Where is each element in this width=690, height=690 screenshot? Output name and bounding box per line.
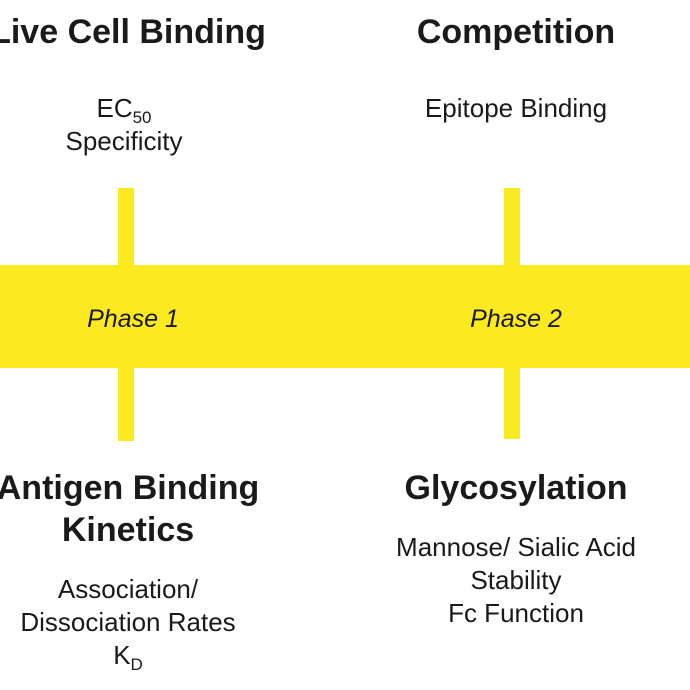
phase-1-label: Phase 1 xyxy=(87,305,179,333)
dissociation-rates-line: Dissociation Rates xyxy=(20,607,236,637)
antigen-binding-heading-line1: Antigen Binding xyxy=(0,469,260,507)
glycosylation-heading: Glycosylation xyxy=(404,469,628,507)
competition-heading: Competition xyxy=(416,13,616,51)
phase-1-tick-bottom xyxy=(118,366,134,441)
glycosylation-details: Mannose/ Sialic Acid Stability Fc Functi… xyxy=(396,531,636,630)
kd-subscript: D xyxy=(130,655,143,674)
association-line: Association/ xyxy=(57,574,199,604)
timeline-band xyxy=(0,265,690,368)
antigen-binding-heading: Antigen Binding Kinetics xyxy=(0,467,259,551)
live-cell-binding-heading: Live Cell Binding xyxy=(0,13,266,51)
phase-2-tick-top xyxy=(504,188,520,268)
antigen-binding-heading-line2: Kinetics xyxy=(61,511,195,549)
ec-text: EC xyxy=(96,93,133,123)
competition-details: Epitope Binding xyxy=(425,92,607,125)
fc-function-line: Fc Function xyxy=(448,598,584,628)
live-cell-binding-details: EC50 Specificity xyxy=(65,92,182,158)
phase-2-tick-bottom xyxy=(504,366,520,439)
stability-line: Stability xyxy=(470,565,562,595)
phase-2-label: Phase 2 xyxy=(470,305,562,333)
kd-text: K xyxy=(113,640,131,670)
ec50-line: EC50 xyxy=(65,92,182,127)
antigen-binding-details: Association/ Dissociation Rates KD xyxy=(20,573,236,674)
mannose-sialic-line: Mannose/ Sialic Acid xyxy=(396,532,636,562)
phase-1-tick-top xyxy=(118,188,134,268)
ec-subscript: 50 xyxy=(132,108,152,127)
epitope-binding-line: Epitope Binding xyxy=(424,93,608,123)
specificity-line: Specificity xyxy=(65,126,183,156)
kd-line: KD xyxy=(20,639,235,674)
